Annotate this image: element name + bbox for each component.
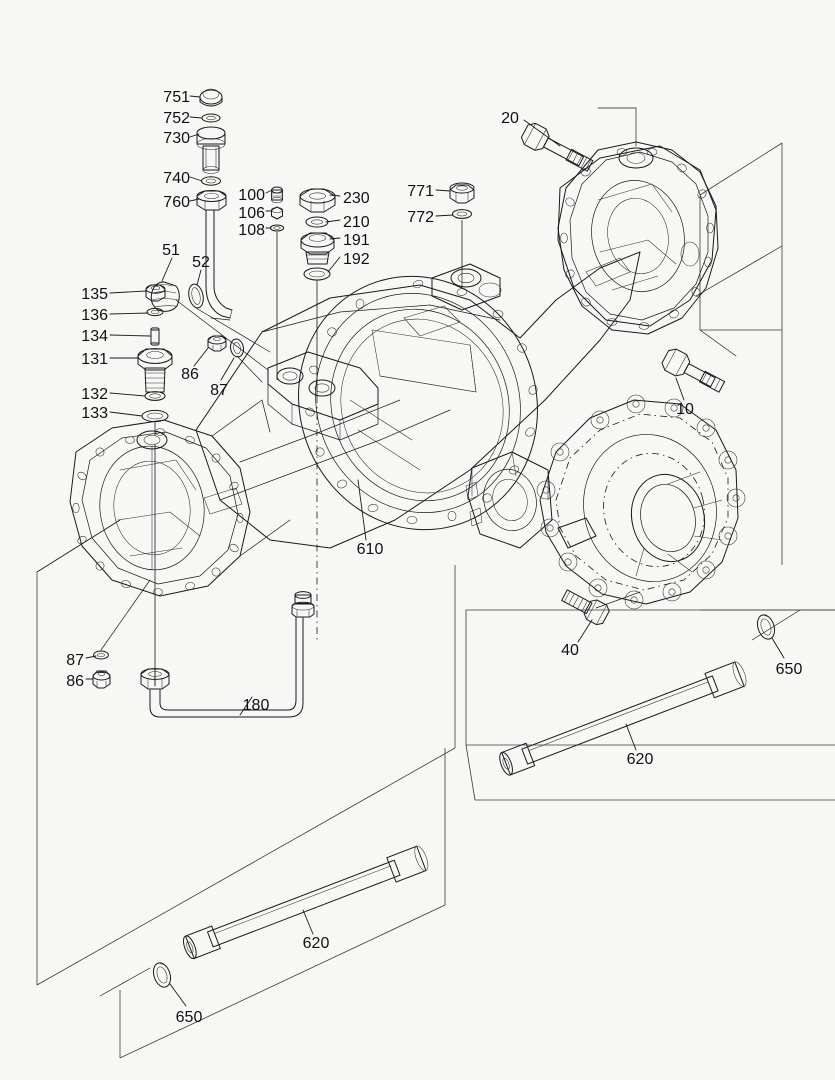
callout-180: 180: [243, 697, 270, 714]
callout-40: 40: [561, 642, 579, 659]
axle-shaft-upper: [499, 609, 835, 776]
axle-shaft-lower: [152, 845, 429, 988]
callout-labels: 751 752 730 740 760 100 106 108 230 210 …: [66, 89, 802, 1026]
part-87-nipple-washer: [230, 338, 244, 358]
part-10-hex-bolt: [661, 348, 726, 393]
callout-108: 108: [238, 222, 265, 239]
right-hub-bolt-holes: [560, 148, 714, 330]
part-52-o-ring: [188, 283, 204, 309]
callout-106: 106: [238, 205, 265, 222]
callout-650-lower: 650: [176, 1009, 203, 1026]
callout-771: 771: [407, 183, 434, 200]
callout-133: 133: [81, 405, 108, 422]
part-106-nut: [271, 206, 283, 220]
callout-86: 86: [181, 366, 199, 383]
callout-87-lower: 87: [66, 652, 84, 669]
part-100-stud: [271, 186, 283, 204]
layout-frame-lines: [36, 142, 783, 986]
part-771-vent-fitting: [449, 182, 475, 204]
plug-51-assembly: [150, 281, 204, 312]
part-772-o-ring: [452, 209, 472, 219]
callout-610: 610: [357, 541, 384, 558]
callout-650-upper: 650: [776, 661, 803, 678]
stud-assembly: [269, 186, 285, 380]
housing-top-boss: [267, 351, 379, 441]
grease-nipple-lower: [92, 650, 111, 689]
part-136-washer: [146, 307, 164, 317]
callout-87: 87: [210, 382, 228, 399]
part-730-breather-tube: [196, 126, 226, 174]
callout-86-lower: 86: [66, 673, 84, 690]
right-hub-flange: [557, 141, 719, 335]
callout-620-upper: 620: [627, 751, 654, 768]
part-650-snap-ring-lower: [152, 962, 172, 988]
part-180-hydraulic-pipe: [140, 591, 315, 718]
plug-assembly: [299, 188, 336, 640]
callout-132: 132: [81, 386, 108, 403]
housing-center-beam: [195, 251, 641, 549]
flange-bolt-holes: [305, 279, 538, 524]
callout-52: 52: [192, 254, 210, 271]
callout-10: 10: [676, 401, 694, 418]
callout-752: 752: [163, 110, 190, 127]
callout-730: 730: [163, 130, 190, 147]
callout-100: 100: [238, 187, 265, 204]
callout-620-lower: 620: [303, 935, 330, 952]
part-40-hex-bolt: [561, 589, 610, 626]
differential-carrier: [465, 394, 746, 610]
part-86-grease-nipple: [207, 335, 227, 352]
callout-20: 20: [501, 110, 519, 127]
part-86b-grease-nipple: [92, 670, 111, 689]
right-wheel-hub: [557, 141, 719, 335]
part-20-hex-bolt: [520, 122, 594, 172]
part-650-snap-ring-upper: [756, 614, 776, 640]
housing-vent-boss: [431, 263, 502, 311]
callout-135: 135: [81, 286, 108, 303]
callout-772: 772: [407, 209, 434, 226]
differential-flange-opening: [298, 275, 538, 531]
carrier-scallops: [536, 394, 746, 610]
callout-51: 51: [162, 242, 180, 259]
carrier-bolt-holes: [542, 400, 740, 604]
part-131-valve-body: [137, 348, 173, 393]
callout-760: 760: [163, 194, 190, 211]
lower-shaft-inset-frame: [119, 748, 446, 1059]
callout-230: 230: [343, 190, 370, 207]
part-134-pin: [150, 326, 160, 347]
callout-192: 192: [343, 251, 370, 268]
callout-134: 134: [81, 328, 108, 345]
callout-191: 191: [343, 232, 370, 249]
callout-751: 751: [163, 89, 190, 106]
vent-assembly: [449, 182, 475, 270]
part-135-cap-nut: [145, 284, 166, 302]
callout-210: 210: [343, 214, 370, 231]
part-760-union-nut: [196, 190, 227, 211]
leader-lines: [36, 95, 801, 1007]
carrier-internal-ribs: [635, 471, 723, 577]
part-87b-nipple-washer: [93, 650, 109, 660]
part-230-hex-nut: [299, 188, 336, 213]
housing-id-plate: [403, 305, 461, 337]
axle-housing-assembly: [69, 141, 719, 597]
callout-136: 136: [81, 307, 108, 324]
pipe-right-union-nut: [291, 591, 315, 618]
part-191-screw-plug: [300, 232, 335, 265]
grease-nipple-upper: [207, 335, 244, 358]
callout-740: 740: [163, 170, 190, 187]
callout-131: 131: [81, 351, 108, 368]
